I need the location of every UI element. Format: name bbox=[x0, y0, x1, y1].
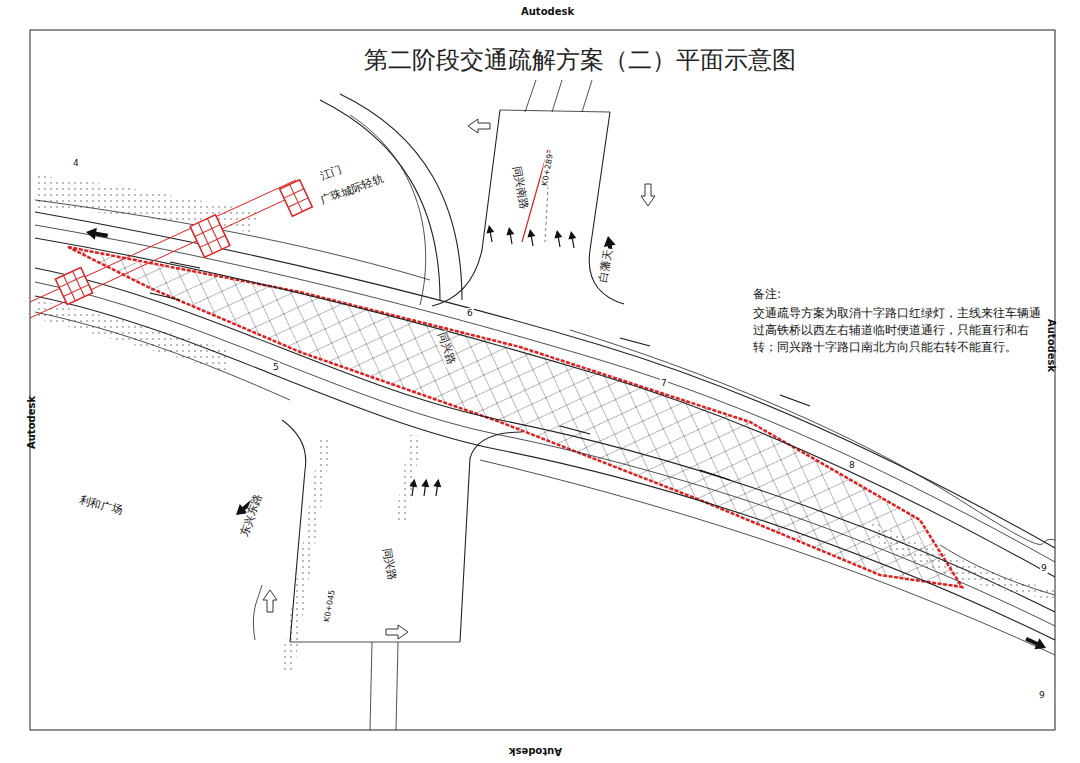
road-edge bbox=[480, 460, 1055, 655]
road-line bbox=[525, 80, 592, 112]
hollow-arrow bbox=[386, 625, 408, 639]
lane-line bbox=[35, 282, 1055, 626]
pier-grid bbox=[55, 267, 92, 304]
lane-arrow bbox=[554, 231, 563, 248]
road-edge bbox=[35, 238, 1055, 577]
rail-pier bbox=[280, 180, 313, 216]
direction-arrow bbox=[1024, 633, 1049, 653]
callout-number: 5 bbox=[272, 362, 280, 372]
main-road bbox=[35, 200, 1055, 655]
road-edge bbox=[500, 110, 610, 112]
chainage-label: K0+045 bbox=[322, 588, 337, 623]
pier-box bbox=[190, 215, 230, 258]
road-edge bbox=[35, 296, 1055, 640]
callout-number: 9 bbox=[1038, 690, 1046, 700]
lane-arrow bbox=[506, 228, 515, 245]
callout-number: 8 bbox=[848, 460, 856, 470]
callout-number: 4 bbox=[72, 158, 80, 168]
watermark: Autodesk bbox=[26, 395, 38, 450]
road-edge bbox=[290, 642, 460, 643]
place-label: 江门 bbox=[318, 164, 345, 184]
rail-pier bbox=[55, 267, 92, 304]
hollow-arrow bbox=[641, 184, 655, 206]
road-edge bbox=[35, 268, 1055, 612]
note-heading: 备注: bbox=[752, 288, 782, 302]
direction-label: 白藩天 bbox=[597, 248, 616, 285]
ramp-edge bbox=[350, 115, 426, 305]
road-name: 同兴南路 bbox=[510, 164, 530, 211]
road-edge bbox=[282, 420, 306, 642]
light-rail bbox=[30, 180, 312, 318]
lane-arrow bbox=[421, 480, 429, 497]
map-title: 第二阶段交通疏解方案（二）平面示意图 bbox=[0, 44, 1080, 76]
watermark: Autodesk bbox=[1046, 318, 1058, 373]
rail-pier bbox=[190, 215, 230, 258]
cross-road-south bbox=[253, 420, 522, 730]
road-name: 同兴路 bbox=[380, 546, 399, 583]
cross-road-north bbox=[320, 80, 624, 306]
sheet-frame bbox=[30, 30, 1055, 730]
median-strip bbox=[280, 440, 332, 672]
pier-box bbox=[280, 180, 313, 216]
pier-box bbox=[55, 267, 92, 304]
road-name: 同兴路 bbox=[434, 330, 458, 367]
pier-grid bbox=[190, 215, 230, 258]
callout-number: 7 bbox=[660, 378, 668, 388]
lane-arrow bbox=[409, 480, 417, 497]
callout-number: 6 bbox=[466, 308, 474, 318]
lane-arrow bbox=[527, 230, 536, 247]
road-edge bbox=[253, 585, 262, 640]
road-edge bbox=[35, 312, 290, 400]
road-edge bbox=[589, 112, 624, 304]
road-edge bbox=[35, 200, 430, 280]
lane-arrow bbox=[433, 480, 441, 497]
lane-arrow bbox=[568, 232, 577, 249]
median-strip bbox=[395, 435, 422, 520]
road-edge bbox=[570, 330, 1055, 544]
ramp-edge bbox=[340, 94, 462, 300]
closure-area bbox=[68, 247, 962, 587]
pier-grid bbox=[280, 180, 313, 216]
road-line bbox=[370, 642, 398, 730]
hollow-arrow bbox=[468, 119, 490, 133]
road-edge bbox=[432, 110, 500, 306]
shoulder-area bbox=[35, 175, 260, 232]
lane-marking bbox=[150, 262, 810, 480]
road-edge bbox=[460, 432, 522, 642]
direction-label: 东兴东路 bbox=[238, 492, 266, 540]
lane-arrow bbox=[486, 226, 495, 243]
road-edge bbox=[940, 545, 1055, 595]
direction-arrow bbox=[85, 226, 109, 242]
watermark: Autodesk bbox=[520, 6, 575, 18]
callout-number: 9 bbox=[1040, 563, 1048, 573]
hollow-arrow bbox=[263, 590, 277, 612]
shoulder-area bbox=[35, 300, 230, 372]
note-text: 交通疏导方案为取消十字路口红绿灯，主线来往车辆通过高铁桥以西左右辅道临时便道通行… bbox=[752, 305, 1044, 356]
place-label: 利和广场 bbox=[77, 494, 125, 518]
chainage-label: K0+289 bbox=[540, 152, 555, 187]
lane-line bbox=[35, 225, 1055, 562]
road-edge bbox=[35, 212, 1055, 548]
watermark: Autodesk bbox=[508, 746, 563, 758]
